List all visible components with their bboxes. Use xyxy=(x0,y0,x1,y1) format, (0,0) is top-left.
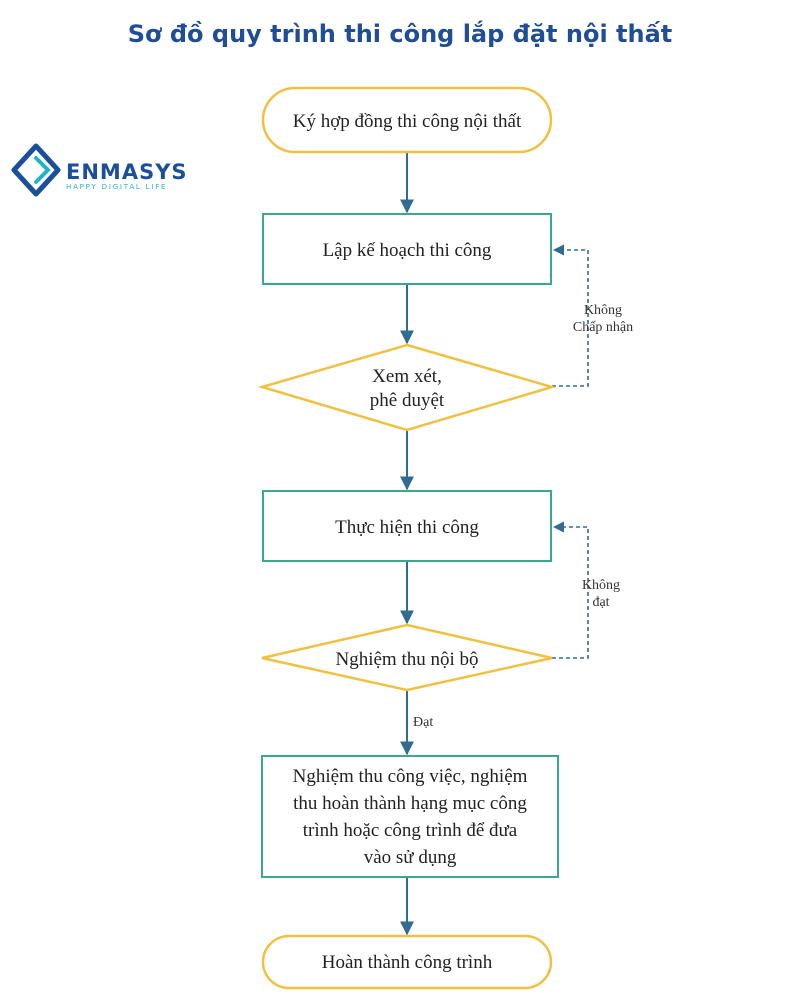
enmasys-logo-icon xyxy=(11,143,61,197)
end-terminal xyxy=(261,934,553,990)
inspect-decision xyxy=(261,623,553,692)
acceptance-label-line3: trình hoặc công trình để đưa xyxy=(303,820,518,841)
reject-inspect-label-line1: Không xyxy=(582,578,620,593)
brand-tagline: HAPPY DIGITAL LIFE xyxy=(66,183,168,191)
loop-review-to-plan xyxy=(552,244,589,387)
acceptance-process xyxy=(261,755,559,878)
acceptance-label-line2: thu hoàn thành hạng mục công xyxy=(293,793,527,814)
reject-review-label-line2: Chấp nhận xyxy=(573,320,633,335)
reject-review-label-line1: Không xyxy=(584,303,622,318)
start-terminal xyxy=(261,86,553,154)
inspect-label: Nghiệm thu nội bộ xyxy=(335,649,478,670)
review-label-line1: Xem xét, xyxy=(372,366,442,387)
end-label: Hoàn thành công trình xyxy=(322,952,493,973)
execute-process xyxy=(262,490,552,562)
reject-inspect-label-line2: đạt xyxy=(592,595,609,610)
loop-inspect-to-execute xyxy=(552,521,589,659)
start-label: Ký hợp đồng thi công nội thất xyxy=(293,111,522,132)
execute-label: Thực hiện thi công xyxy=(335,517,479,538)
page-title: Sơ đồ quy trình thi công lắp đặt nội thấ… xyxy=(127,20,673,48)
pass-inspect-label: Đạt xyxy=(413,715,433,730)
brand-name: ENMASYS xyxy=(66,160,188,184)
review-label-line2: phê duyệt xyxy=(370,390,445,411)
review-decision xyxy=(257,343,557,432)
plan-label: Lập kế hoạch thi công xyxy=(323,240,492,261)
acceptance-label-line1: Nghiệm thu công việc, nghiệm xyxy=(293,766,528,787)
acceptance-label-line4: vào sử dụng xyxy=(364,847,457,868)
plan-process xyxy=(262,213,552,285)
